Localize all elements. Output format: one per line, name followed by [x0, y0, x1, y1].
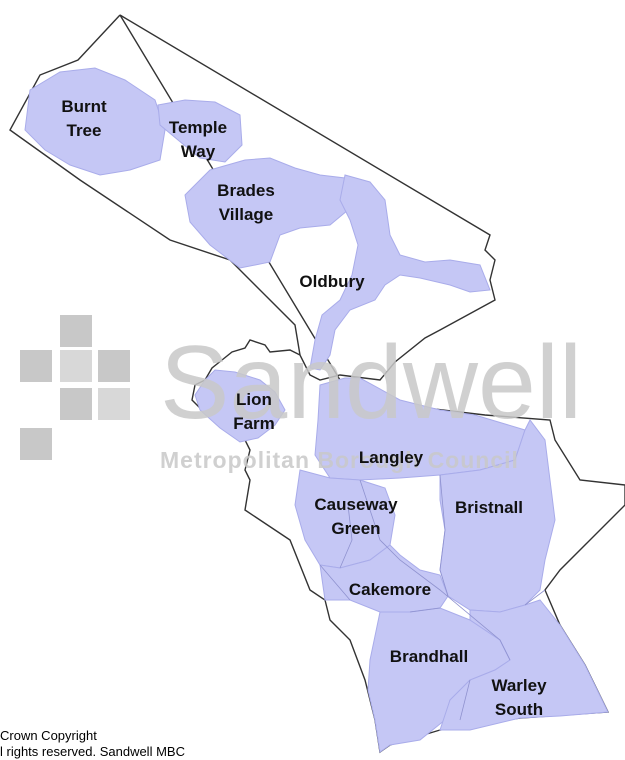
boundary-west-coast	[9, 14, 301, 356]
area-label-lion-farm: Farm	[233, 414, 275, 433]
area-label-causeway-green: Green	[331, 519, 380, 538]
area-label-temple-way: Way	[181, 142, 216, 161]
area-label-warley-south: Warley	[491, 676, 547, 695]
area-label-brandhall: Brandhall	[390, 647, 468, 666]
ward-divider-lines	[319, 474, 546, 721]
area-label-bristnall: Bristnall	[455, 498, 523, 517]
area-label-lion-farm: Lion	[236, 390, 272, 409]
area-brades-village[interactable]	[184, 157, 349, 269]
area-label-brades-village: Village	[219, 205, 274, 224]
copyright-line-2: l rights reserved. Sandwell MBC	[0, 744, 185, 759]
area-label-burnt-tree: Burnt	[61, 97, 107, 116]
area-label-cakemore: Cakemore	[349, 580, 431, 599]
area-label-brades-village: Brades	[217, 181, 275, 200]
area-label-langley: Langley	[359, 448, 424, 467]
area-lion-farm[interactable]	[194, 369, 286, 443]
area-burnt-tree[interactable]	[24, 67, 166, 176]
area-label-oldbury: Oldbury	[299, 272, 365, 291]
area-cakemore[interactable]	[319, 544, 449, 613]
copyright-line-1: Crown Copyright	[0, 728, 97, 743]
watermark-subtitle: Metropolitan Borough Council	[160, 447, 519, 473]
area-label-causeway-green: Causeway	[314, 495, 398, 514]
area-label-warley-south: South	[495, 700, 543, 719]
area-temple-way[interactable]	[157, 99, 243, 163]
area-label-burnt-tree: Tree	[67, 121, 102, 140]
area-oldbury[interactable]	[309, 174, 491, 371]
watermark-title: Sandwell	[160, 325, 582, 441]
area-label-temple-way: Temple	[169, 118, 227, 137]
council-logo-icon	[20, 315, 130, 460]
